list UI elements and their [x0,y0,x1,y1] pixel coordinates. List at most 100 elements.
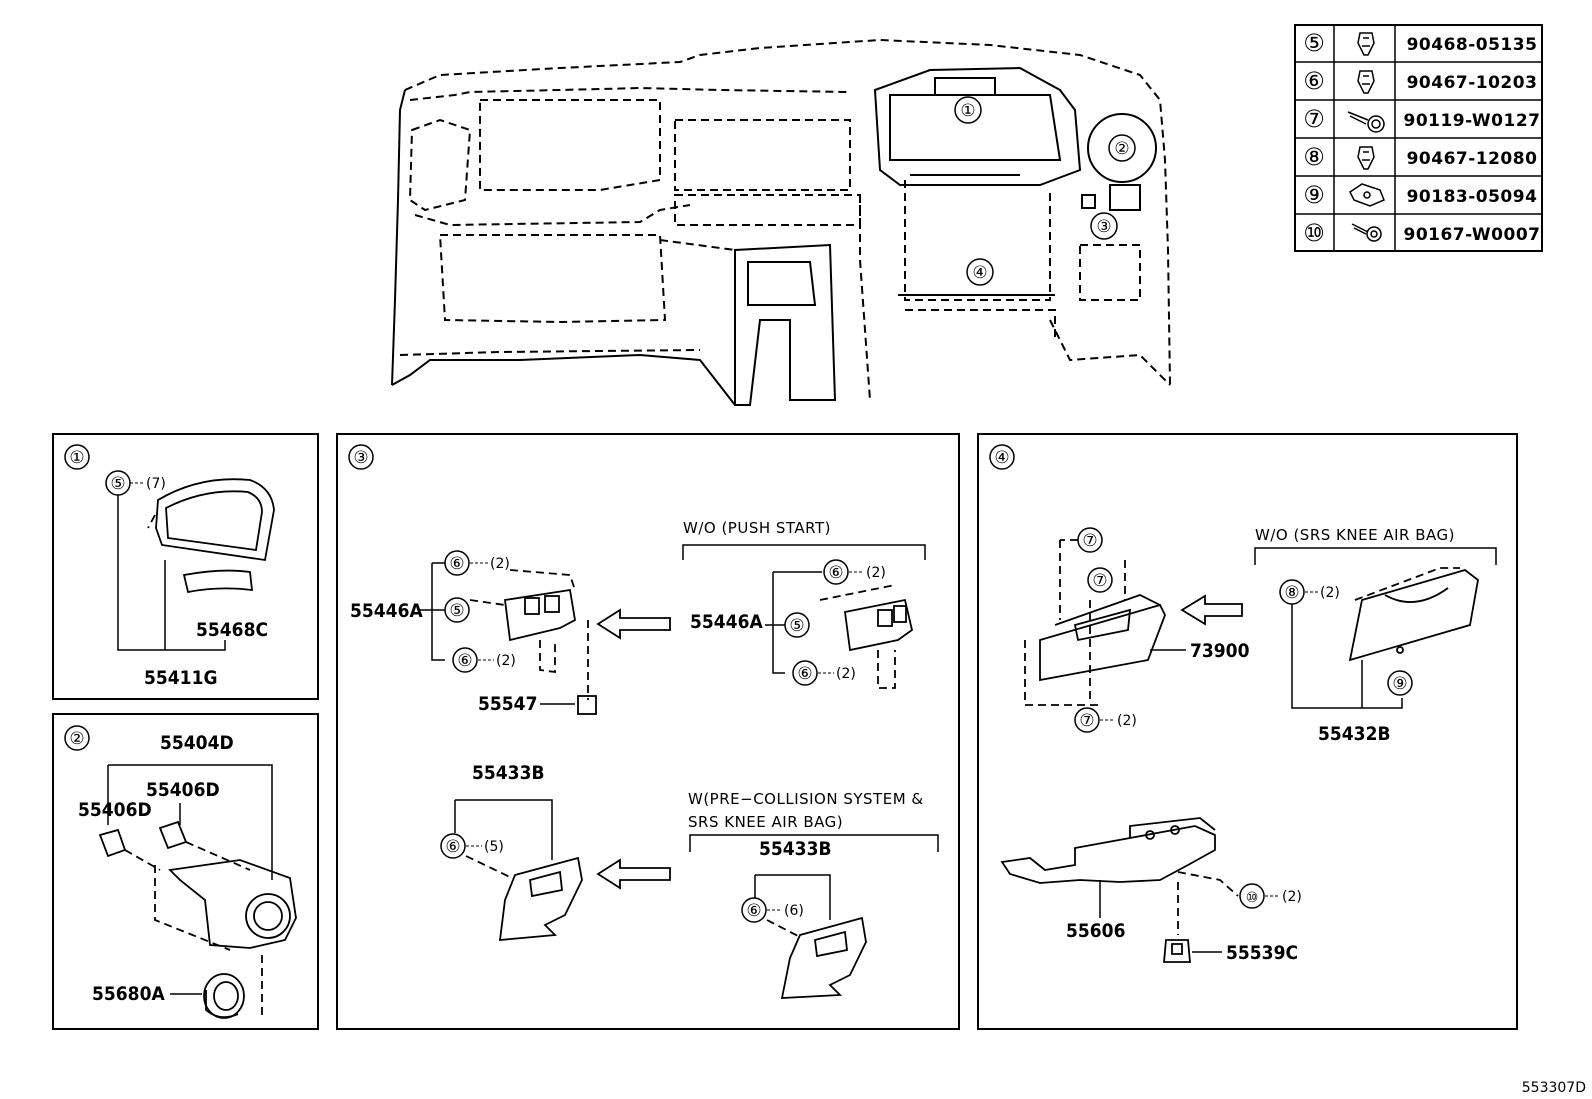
callout-qty: (2) [490,556,510,572]
callout-qty: (2) [1282,889,1302,905]
callout-qty: (7) [146,476,166,492]
part-55606: 55606 [1066,920,1125,942]
table-row: ⑩ 90167-W0007 [1303,219,1540,247]
callout-7: ⑦ [1082,531,1097,551]
panel-3: ③ W/O (PUSH START) 55446A ⑥ (2) ⑤ ⑥ (2) … [336,433,960,1030]
callout-qty: (2) [496,653,516,669]
fastener-part-number: 90467-12080 [1407,149,1538,169]
dashboard-overview [391,38,1171,406]
table-row: ⑧ 90467-12080 [1303,143,1537,171]
callout-qty: (6) [784,903,804,919]
overview-callout-4: ④ [972,263,987,283]
fastener-ref: ⑩ [1303,219,1325,247]
callout-5: ⑤ [110,474,125,494]
variant-label-wo-push-start: W/O (PUSH START) [683,519,831,537]
callout-9: ⑨ [1392,674,1407,694]
fastener-ref: ⑨ [1303,181,1325,209]
callout-qty: (2) [866,565,886,581]
callout-10: ⑩ [1246,890,1259,906]
clip-icon [1357,32,1375,56]
overview-callout-3: ③ [1096,217,1111,237]
fastener-ref: ⑦ [1303,105,1325,133]
part-55411G: 55411G [144,667,218,689]
switch-panel-illustration [819,584,914,689]
part-55433B-left: 55433B [472,762,545,784]
lower-panel-illustration [1348,567,1479,662]
callout-6: ⑥ [445,837,460,857]
panel-4-id: ④ [994,448,1009,468]
part-55468C: 55468C [196,619,268,641]
part-55404D: 55404D [160,732,234,754]
fastener-ref: ⑧ [1303,143,1325,171]
part-55446A-right: 55446A [690,611,763,633]
callout-7: ⑦ [1079,711,1094,731]
arrow-left [596,858,671,890]
arrow-left [1180,594,1243,626]
fastener-part-number: 90467-10203 [1407,73,1538,93]
switch-illustration [577,695,597,715]
fastener-ref: ⑤ [1303,29,1325,57]
panel-1: ① ⑤ (7) 55468C 55411G [52,433,319,700]
part-55406D-upper: 55406D [146,779,220,801]
fastener-part-number: 90167-W0007 [1403,225,1540,245]
callout-8: ⑧ [1284,583,1299,603]
switch-panel-illustration [469,569,589,700]
fastener-ref: ⑥ [1303,67,1325,95]
callout-6: ⑥ [746,901,761,921]
vent-ring-illustration [203,973,245,1019]
clip-icon [1357,70,1375,94]
variant-label-w-pcs-line1: W(PRE−COLLISION SYSTEM & [688,790,924,808]
callout-6: ⑥ [828,563,843,583]
fastener-table: ⑤ 90468-05135 ⑥ 90467-10203 ⑦ 90119-W012… [1294,24,1543,252]
callout-6: ⑥ [797,664,812,684]
switch-illustration [1163,939,1191,963]
table-row: ⑦ 90119-W0127 [1303,105,1540,133]
callout-6: ⑥ [457,651,472,671]
lower-cover-illustration [465,855,583,941]
callout-qty: (2) [1117,713,1137,729]
callout-qty: (5) [484,839,504,855]
variant-label-w-pcs-line2: SRS KNEE AIR BAG) [688,813,843,831]
panel-1-id: ① [69,448,84,468]
table-row: ⑥ 90467-10203 [1303,67,1537,95]
table-row: ⑤ 90468-05135 [1303,29,1537,57]
part-55539C: 55539C [1226,942,1298,964]
callout-qty: (2) [836,666,856,682]
callout-5: ⑤ [789,616,804,636]
lower-cover-illustration [766,916,867,999]
screw-icon [1347,111,1385,133]
fastener-part-number: 90183-05094 [1407,187,1538,207]
nut-icon [1349,183,1385,207]
fastener-part-number: 90119-W0127 [1403,111,1540,131]
panel-2: ② 55404D 55406D 55406D 55680A [52,713,319,1030]
part-73900: 73900 [1190,640,1250,662]
part-55433B-right: 55433B [759,838,832,860]
part-55680A: 55680A [92,983,165,1005]
table-row: ⑨ 90183-05094 [1303,181,1537,209]
part-55446A-left: 55446A [350,600,423,622]
overview-callout-2: ② [1114,139,1129,159]
panel-4: ④ W/O (SRS KNEE AIR BAG) ⑦ ⑦ 73900 ⑦ (2)… [977,433,1518,1030]
callout-7: ⑦ [1092,571,1107,591]
meter-hood-illustration [147,478,275,594]
fastener-part-number: 90468-05135 [1407,35,1538,55]
callout-qty: (2) [1320,585,1340,601]
part-55406D-lower: 55406D [78,799,152,821]
vent-bezel-illustration [98,820,297,1015]
arrow-left [596,608,671,640]
callout-6: ⑥ [449,554,464,574]
panel-3-id: ③ [353,448,368,468]
panel-2-id: ② [69,729,84,749]
diagram-id: 553307D [1522,1080,1586,1096]
callout-5: ⑤ [449,601,464,621]
part-55432B: 55432B [1318,723,1391,745]
overview-callouts: ① ② ③ ④ [954,96,1136,286]
glove-box-door-illustration [1024,539,1166,706]
part-55547: 55547 [478,693,537,715]
variant-label-wo-srs: W/O (SRS KNEE AIR BAG) [1255,526,1455,544]
bracket-illustration [1000,817,1239,935]
overview-callout-1: ① [960,101,975,121]
clip-icon [1357,146,1375,170]
screw-icon [1351,223,1382,242]
